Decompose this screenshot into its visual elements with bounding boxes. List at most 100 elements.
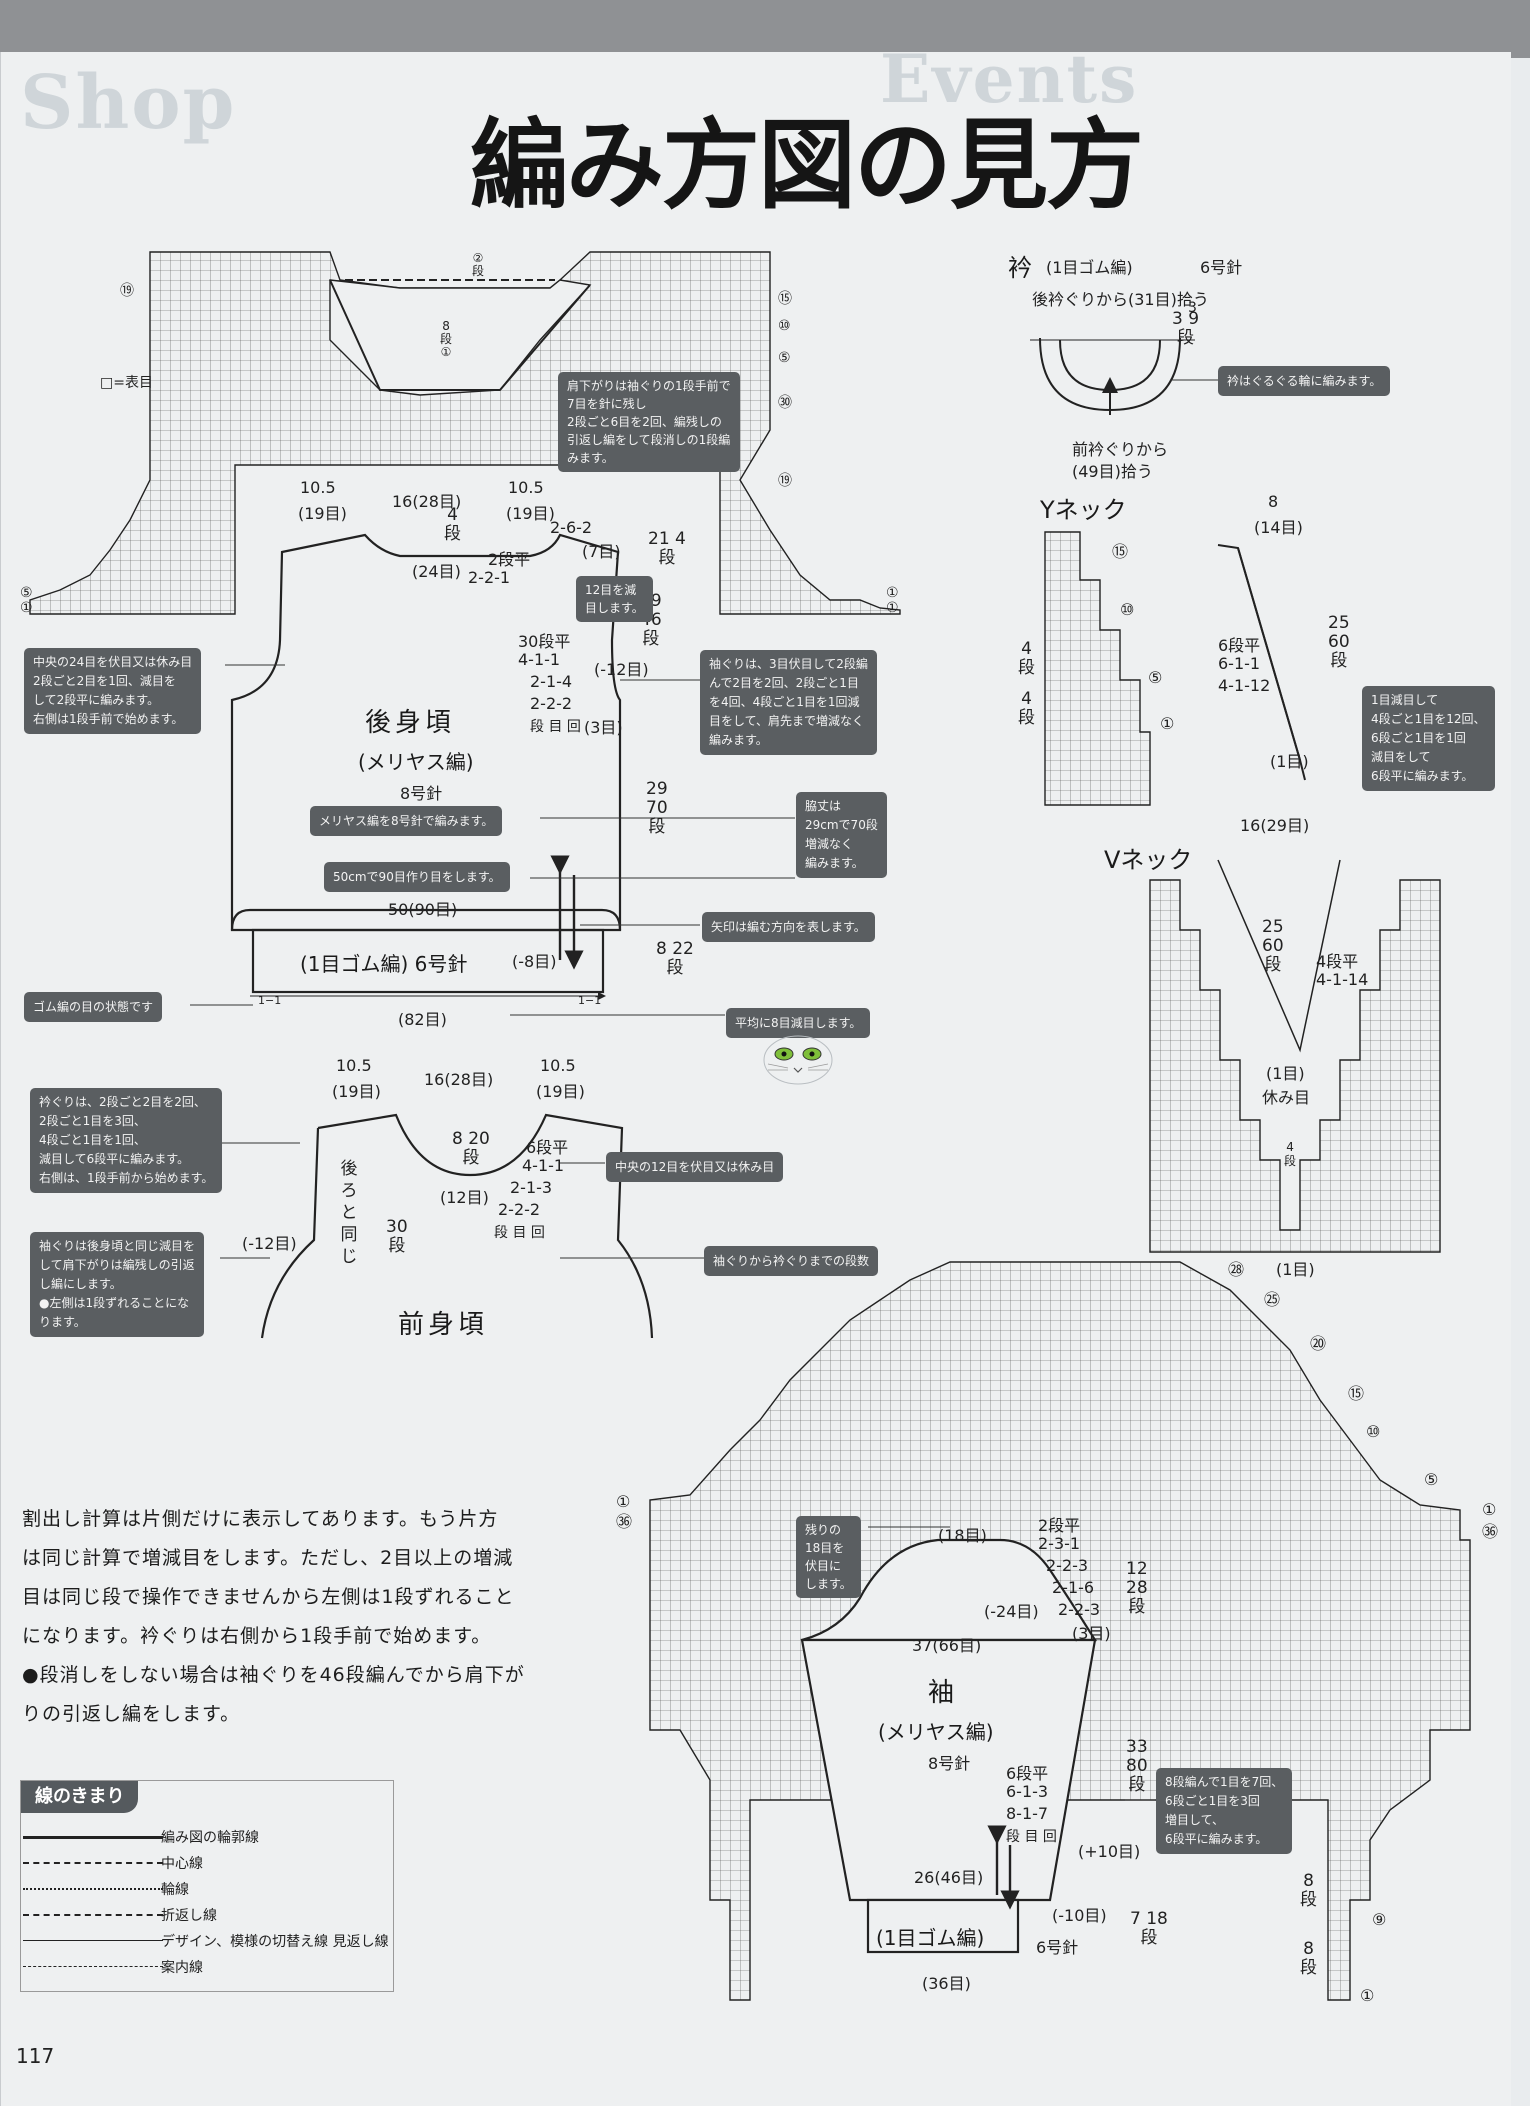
yneck-base: (1目) <box>1270 752 1309 771</box>
sleeve-name: 袖 <box>928 1678 959 1708</box>
page-title: 編み方図の見方 <box>470 109 1144 223</box>
back-neck-seq-1: 2段平 <box>488 550 531 569</box>
yneck-mark-5: ⑤ <box>1148 668 1163 687</box>
note-rows-between: 袖ぐりから衿ぐりまでの段数 <box>704 1246 879 1276</box>
collar-front-pickup-1: 前衿ぐりから <box>1072 440 1169 459</box>
sleeve-mark-28: ㉘ <box>1228 1260 1245 1279</box>
front-neck-seq-3: 2-1-3 <box>510 1178 553 1197</box>
front-neck-seq-2: 4-1-1 <box>522 1156 565 1175</box>
sleeve-mark-10: ⑩ <box>1366 1422 1381 1441</box>
chart-mark-right-7: ① <box>886 600 899 616</box>
note-even8: 平均に8目減目します。 <box>726 1008 871 1038</box>
legend-line-solid <box>23 1836 163 1839</box>
sleeve-needle: 8号針 <box>928 1754 971 1773</box>
note-collar: 衿はぐるぐる輪に編みます。 <box>1218 366 1391 396</box>
collar-front-pickup-2: (49目)拾う <box>1072 462 1153 481</box>
collar-diagram <box>1030 337 1195 415</box>
back-rib-dec: (-8目) <box>512 952 557 971</box>
yneck-mark-10: ⑩ <box>1120 600 1135 619</box>
sleeve-cap-seq-3: 2-2-3 <box>1046 1556 1089 1575</box>
sleeve-mark-1-left: ① <box>616 1492 631 1511</box>
front-width-right-st: (19目) <box>536 1082 585 1101</box>
back-rib-tick-right: 1−1 <box>578 994 602 1007</box>
explanation-line-2: は同じ計算で増減目をします。ただし、2目以上の増減 <box>22 1547 514 1569</box>
back-armhole-center: (-12目) <box>594 660 649 679</box>
sleeve-cap-seq-5: 2-2-3 <box>1058 1600 1101 1619</box>
collar-back-pickup: 後衿ぐりから(31目)拾う <box>1032 290 1209 309</box>
chart-mark-right-3: ⑤ <box>778 350 791 366</box>
explanation-line-5: ●段消しをしない場合は袖ぐりを46段編んでから肩下が <box>22 1664 525 1686</box>
sleeve-body-seq-3: 8-1-7 <box>1006 1804 1049 1823</box>
yneck-top-width-st: (14目) <box>1254 518 1303 537</box>
collar-title: 衿 <box>1008 254 1032 282</box>
yneck-title: Yネック <box>1040 496 1127 524</box>
back-rib-width: (82目) <box>398 1010 447 1029</box>
note-center12: 中央の12目を伏目又は休み目 <box>606 1152 784 1182</box>
explanation-line-4: になります。衿ぐりは右側から1段手前で始めます。 <box>22 1625 492 1647</box>
back-name: 後身頃 <box>365 708 456 738</box>
sleeve-rib-dec: (-10目) <box>1052 1906 1107 1925</box>
back-rib-label: (1目ゴム編) 6号針 <box>300 952 468 976</box>
explanation-text: 割出し計算は片側だけに表示してあります。もう片方 は同じ計算で増減目をします。た… <box>22 1500 562 1734</box>
back-width-right: 10.5 <box>508 478 544 497</box>
sleeve-cap-end: (3目) <box>1072 1624 1111 1643</box>
sleeve-cap-side: (-24目) <box>984 1602 1039 1621</box>
note-armhole: 袖ぐりは、3目伏目して2段編んで2目を2回、2段ごと1目を4回、4段ごと1目を1… <box>700 650 877 755</box>
legend-row-guide: 案内線 <box>21 1955 393 1977</box>
sleeve-cap-seq-4: 2-1-6 <box>1052 1578 1095 1597</box>
yneck-seq-2: 6-1-1 <box>1218 654 1261 673</box>
collar-rows-d: 3 <box>1188 300 1197 316</box>
chart-legend-knit: □=表目 <box>100 375 153 391</box>
front-width-left: 10.5 <box>336 1056 372 1075</box>
chart-mark-left-3: ① <box>20 600 33 616</box>
back-hem-width: 50(90目) <box>388 900 458 919</box>
back-width-left-st: (19目) <box>298 504 347 523</box>
chart-mark-left-1: ⑲ <box>120 283 134 299</box>
back-armhole-seq-2: 4-1-1 <box>518 650 561 669</box>
back-rib-tick-left: 1−1 <box>258 994 282 1007</box>
vneck-center: (1目) <box>1266 1064 1305 1083</box>
chart-mark-right-5: ⑲ <box>778 473 792 489</box>
legend-line-thin <box>23 1940 163 1941</box>
legend-row-fold: 折返し線 <box>21 1903 393 1925</box>
top-gutter <box>0 0 1530 58</box>
leader-lines <box>190 379 1218 1801</box>
legend-title: 線のきまり <box>21 1781 139 1813</box>
sleeve-body-seq-head: 段 目 回 <box>1006 1829 1057 1845</box>
front-width-left-st: (19目) <box>332 1082 381 1101</box>
legend-line-thin-dashed <box>23 1966 163 1967</box>
sleeve-rib-label: (1目ゴム編) <box>876 1926 985 1950</box>
front-width-right: 10.5 <box>540 1056 576 1075</box>
note-knit8: メリヤス編を8号針で編みます。 <box>310 806 503 836</box>
collar-stitch: (1目ゴム編) <box>1046 258 1133 277</box>
back-armhole-seq-4: 2-2-2 <box>530 694 573 713</box>
legend-row-center: 中心線 <box>21 1851 393 1873</box>
yneck-bottom-width: 16(29目) <box>1240 816 1310 835</box>
yneck-mark-1: ① <box>1160 714 1175 733</box>
back-armhole-seq-1: 30段平 <box>518 632 571 651</box>
back-neck-top: (24目) <box>412 562 461 581</box>
sleeve-cap-seq-2: 2-3-1 <box>1038 1534 1081 1553</box>
front-neck-seq-1: 6段平 <box>526 1138 569 1157</box>
yneck-top-width: 8 <box>1268 492 1279 511</box>
front-neck-center: (12目) <box>440 1188 489 1207</box>
sleeve-rib-width: (36目) <box>922 1974 971 1993</box>
legend-line-dashdot <box>23 1862 163 1864</box>
